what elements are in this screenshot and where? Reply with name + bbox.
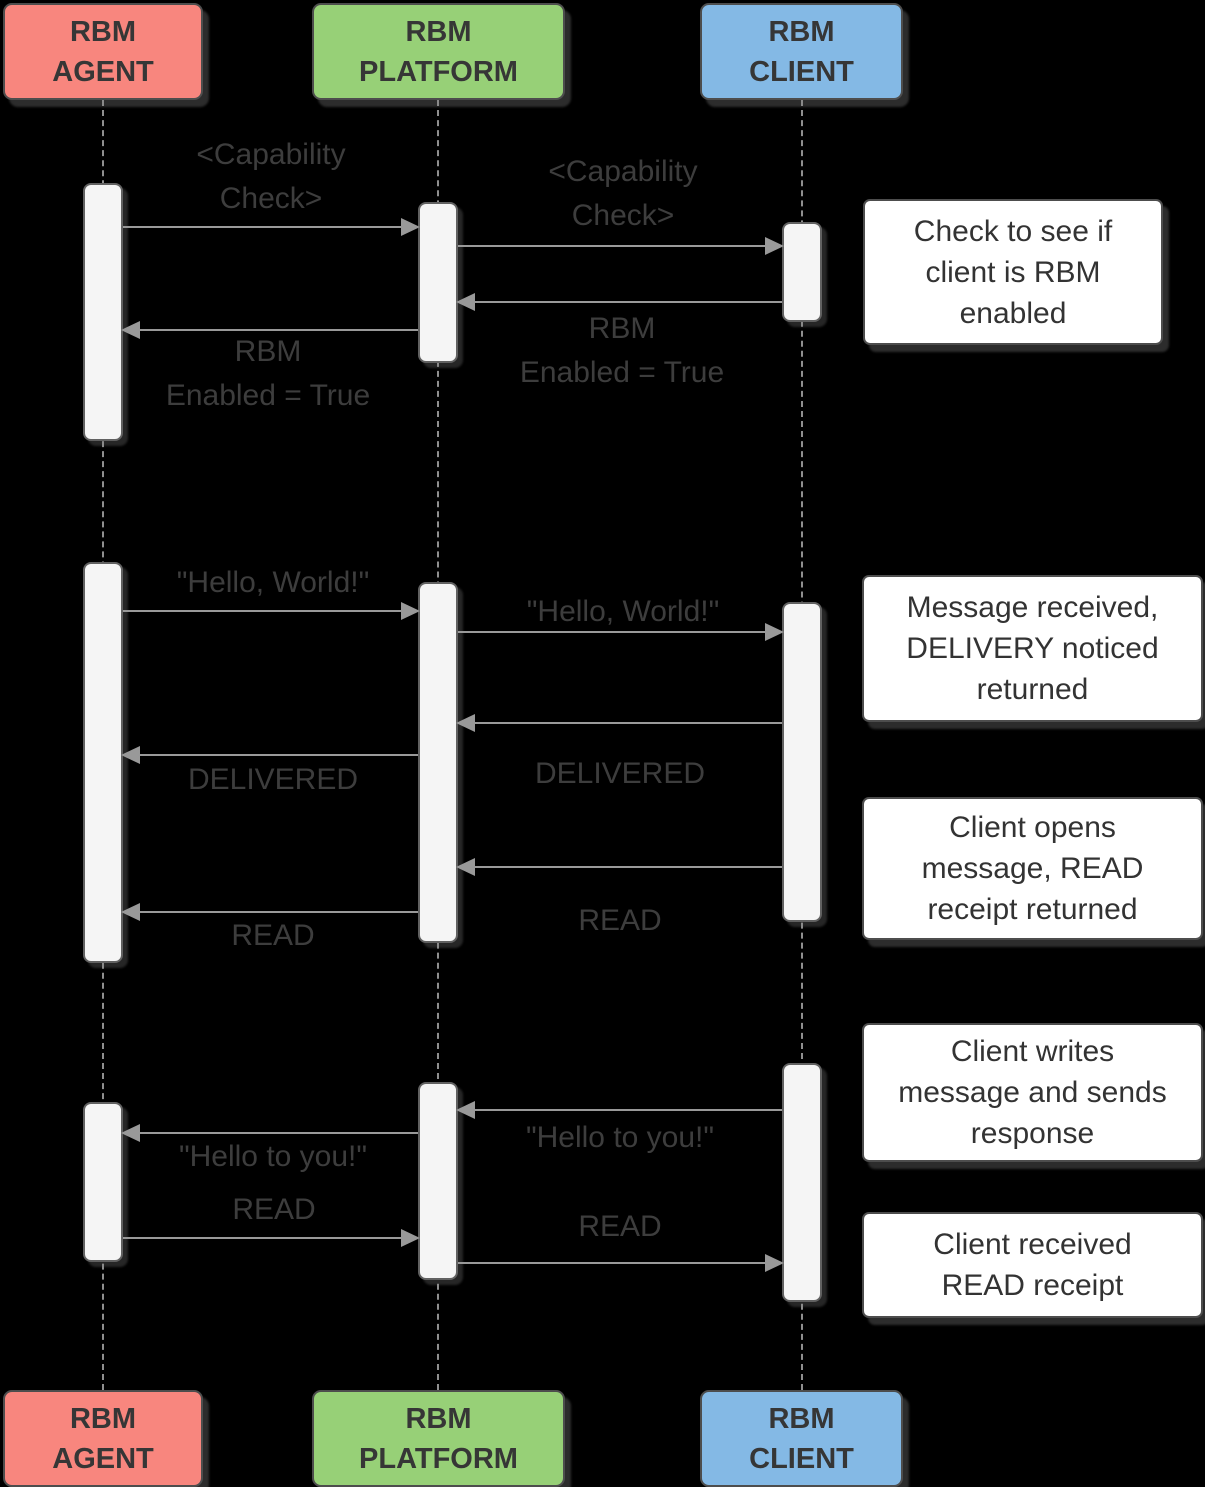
note-line: Client opens	[949, 811, 1116, 844]
participant-label-line: CLIENT	[749, 55, 854, 88]
participant-label-line: CLIENT	[749, 1442, 854, 1475]
participant-label-line: RBM	[768, 15, 835, 48]
note-line: message and sends	[898, 1076, 1167, 1109]
activation-bar-agent-1	[83, 183, 123, 441]
label-line: RBM	[234, 335, 302, 368]
participant-label-line: RBM	[69, 1402, 137, 1435]
participant-rbm-agent-bottom: RBM AGENT	[3, 1390, 203, 1487]
note-line: Client received	[933, 1228, 1132, 1261]
message-label-hello-world-left: "Hello, World!"	[176, 566, 370, 599]
participant-label-line: RBM	[768, 1402, 835, 1435]
arrowhead-right-icon	[765, 623, 784, 641]
label-line: Check>	[571, 199, 675, 232]
participant-label-line: RBM	[405, 1402, 472, 1435]
note-line: Check to see if	[913, 214, 1113, 248]
note-client-received-read: Client received READ receipt	[862, 1212, 1203, 1318]
message-arrow-rbm-enabled-client-to-platform	[456, 293, 782, 311]
message-label-hello-world-right: "Hello, World!"	[526, 595, 720, 628]
note-line: Message received,	[906, 591, 1159, 624]
note-line: Client writes	[950, 1035, 1115, 1068]
message-arrow-hello-to-you-platform-to-agent	[121, 1124, 418, 1142]
label-line: Check>	[219, 182, 323, 215]
activation-bar-client-1	[782, 222, 822, 322]
participant-label-line: AGENT	[52, 55, 154, 88]
participant-rbm-client-bottom: RBM CLIENT	[700, 1390, 903, 1487]
message-arrow-hello-to-you-client-to-platform	[456, 1101, 782, 1119]
arrowhead-right-icon	[401, 1229, 420, 1247]
arrowhead-left-icon	[121, 321, 140, 339]
message-arrow-delivered-platform-to-agent	[121, 746, 418, 764]
message-arrow-read-agent-to-platform	[123, 1229, 420, 1247]
note-line: READ receipt	[941, 1269, 1124, 1302]
arrowhead-left-icon	[456, 1101, 475, 1119]
participant-rbm-platform-bottom: RBM PLATFORM	[312, 1390, 565, 1487]
note-line: client is RBM	[925, 255, 1101, 289]
note-line: returned	[976, 673, 1089, 706]
message-label-read-right: READ	[578, 904, 662, 937]
message-label-hello-to-you-left: "Hello to you!"	[178, 1140, 368, 1173]
participant-label-line: PLATFORM	[359, 1442, 518, 1475]
message-arrow-read-client-to-platform	[456, 858, 782, 876]
message-label-capability-check-left: <Capability Check>	[71, 133, 471, 221]
note-line: enabled	[959, 296, 1067, 330]
participant-rbm-client-top: RBM CLIENT	[700, 3, 903, 100]
message-label-hello-to-you-right: "Hello to you!"	[525, 1121, 715, 1154]
message-label-delivered-left: DELIVERED	[187, 763, 359, 796]
activation-bar-platform-3	[418, 1082, 458, 1280]
activation-bar-platform-2	[418, 582, 458, 943]
arrowhead-right-icon	[401, 602, 420, 620]
participant-label-line: RBM	[405, 15, 472, 48]
message-label-rbm-enabled-left: RBM Enabled = True	[68, 330, 468, 418]
message-label-capability-check-right: <Capability Check>	[423, 150, 823, 238]
label-line: Enabled = True	[519, 356, 725, 389]
message-label-read2-right: READ	[578, 1210, 662, 1243]
message-arrow-read-platform-to-client	[458, 1254, 784, 1272]
arrowhead-left-icon	[121, 1124, 140, 1142]
label-line: RBM	[588, 312, 656, 345]
arrowhead-left-icon	[456, 858, 475, 876]
arrowhead-right-icon	[401, 218, 420, 236]
activation-bar-client-2	[782, 602, 822, 922]
message-label-rbm-enabled-right: RBM Enabled = True	[422, 307, 822, 395]
activation-bar-platform-1	[418, 202, 458, 363]
note-client-writes-message: Client writes message and sends response	[862, 1023, 1203, 1162]
message-arrow-hello-world-agent-to-platform	[123, 602, 420, 620]
activation-bar-agent-3	[83, 1102, 123, 1262]
arrowhead-right-icon	[765, 237, 784, 255]
participant-label-line: AGENT	[52, 1442, 154, 1475]
arrowhead-left-icon	[456, 714, 475, 732]
note-line: response	[970, 1117, 1095, 1150]
message-label-delivered-right: DELIVERED	[534, 757, 706, 790]
message-arrow-read-platform-to-agent	[121, 903, 418, 921]
participant-label-line: RBM	[69, 15, 137, 48]
arrowhead-left-icon	[456, 293, 475, 311]
note-message-received: Message received, DELIVERY noticed retur…	[862, 575, 1203, 722]
message-arrow-rbm-enabled-platform-to-agent	[121, 321, 418, 339]
activation-bar-client-3	[782, 1063, 822, 1302]
label-line: <Capability	[548, 155, 698, 188]
note-client-opens-message: Client opens message, READ receipt retur…	[862, 797, 1203, 940]
message-arrow-hello-world-platform-to-client	[458, 623, 784, 641]
note-line: message, READ	[921, 852, 1144, 885]
message-label-read2-left: READ	[232, 1193, 316, 1226]
message-arrow-capability-check-platform-to-client	[458, 237, 784, 255]
message-label-read-left: READ	[231, 919, 315, 952]
label-line: Enabled = True	[165, 379, 371, 412]
note-line: DELIVERY noticed	[906, 632, 1159, 665]
message-arrow-capability-check-agent-to-platform	[123, 218, 420, 236]
note-capability-check: Check to see if client is RBM enabled	[863, 199, 1163, 345]
arrowhead-left-icon	[121, 746, 140, 764]
label-line: <Capability	[196, 138, 346, 171]
message-arrow-delivered-client-to-platform	[456, 714, 782, 732]
participant-label-line: PLATFORM	[359, 55, 518, 88]
participant-rbm-platform-top: RBM PLATFORM	[312, 3, 565, 100]
participant-rbm-agent-top: RBM AGENT	[3, 3, 203, 100]
arrowhead-right-icon	[765, 1254, 784, 1272]
note-line: receipt returned	[927, 893, 1138, 926]
arrowhead-left-icon	[121, 903, 140, 921]
